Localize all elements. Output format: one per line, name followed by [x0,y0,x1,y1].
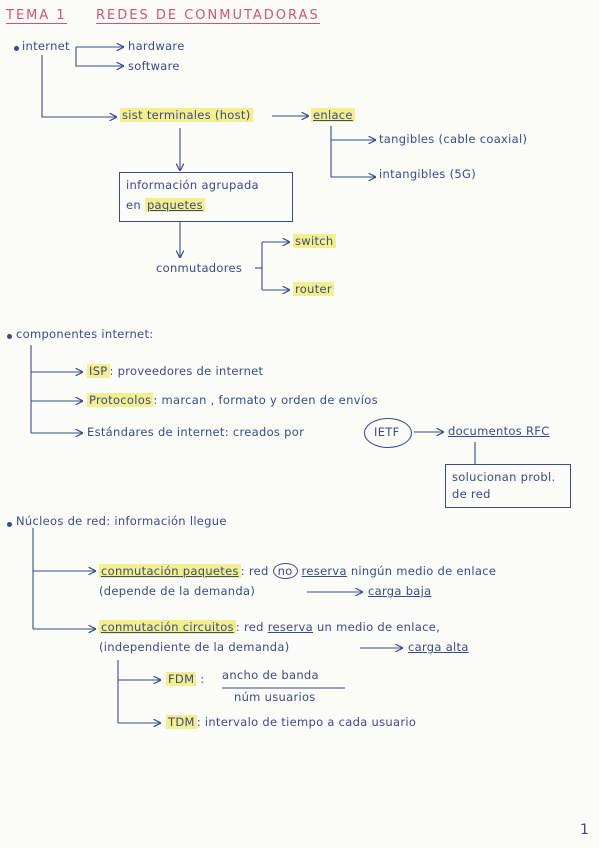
bullet [7,522,12,527]
bullet [7,334,12,339]
isp-item: ISP: proveedores de internet [87,364,264,378]
internet-label: internet [22,39,70,53]
intangibles-label: intangibles (5G) [379,167,477,181]
conmutacion-paquetes-line: conmutación paquetes: red no reserva nin… [99,563,497,579]
fdm-denominator: núm usuarios [234,690,316,704]
tdm-item: TDM: intervalo de tiempo a cada usuario [166,715,417,729]
fdm-numerator: ancho de banda [222,668,319,682]
title-topic: REDES DE CONMUTADORAS [96,8,320,24]
tangibles-label: tangibles (cable coaxial) [379,132,528,146]
documentos-label: documentos RFC [448,424,550,438]
router-label: router [293,282,334,296]
independiente-demanda: (independiente de la demanda) [99,640,290,654]
info-line-1: información agrupada [126,178,259,192]
solucionan-line-1: solucionan probl. [452,470,556,484]
nucleos-heading: Núcleos de red: información llegue [16,514,227,528]
fdm-term: FDM : [166,672,205,686]
depende-demanda: (depende de la demanda) [99,584,256,598]
ietf-label: IETF [374,425,400,439]
conmutadores-label: conmutadores [156,261,243,275]
hardware-label: hardware [128,39,185,53]
title-tema: TEMA 1 [6,8,67,24]
info-line-2: en paquetes [126,198,205,212]
protocolos-item: Protocolos: marcan , formato y orden de … [87,393,378,407]
carga-baja: carga baja [368,584,432,598]
solucionan-box: solucionan probl. de red [445,464,571,508]
componentes-heading: componentes internet: [16,327,154,341]
software-label: software [128,59,180,73]
sist-terminales-label: sist terminales (host) [120,108,253,122]
page-number: 1 [580,822,590,838]
enlace-label: enlace [311,108,355,122]
ietf-circle: IETF [364,418,412,448]
estandares-item: Estándares de internet: creados por [87,425,305,439]
carga-alta: carga alta [408,640,469,654]
info-box: información agrupada en paquetes [119,172,293,222]
conmutacion-circuitos-line: conmutación circuitos: red reserva un me… [99,620,441,634]
switch-label: switch [293,234,336,248]
solucionan-line-2: de red [452,487,491,501]
bullet [14,46,19,51]
no-circle: no [272,563,298,579]
